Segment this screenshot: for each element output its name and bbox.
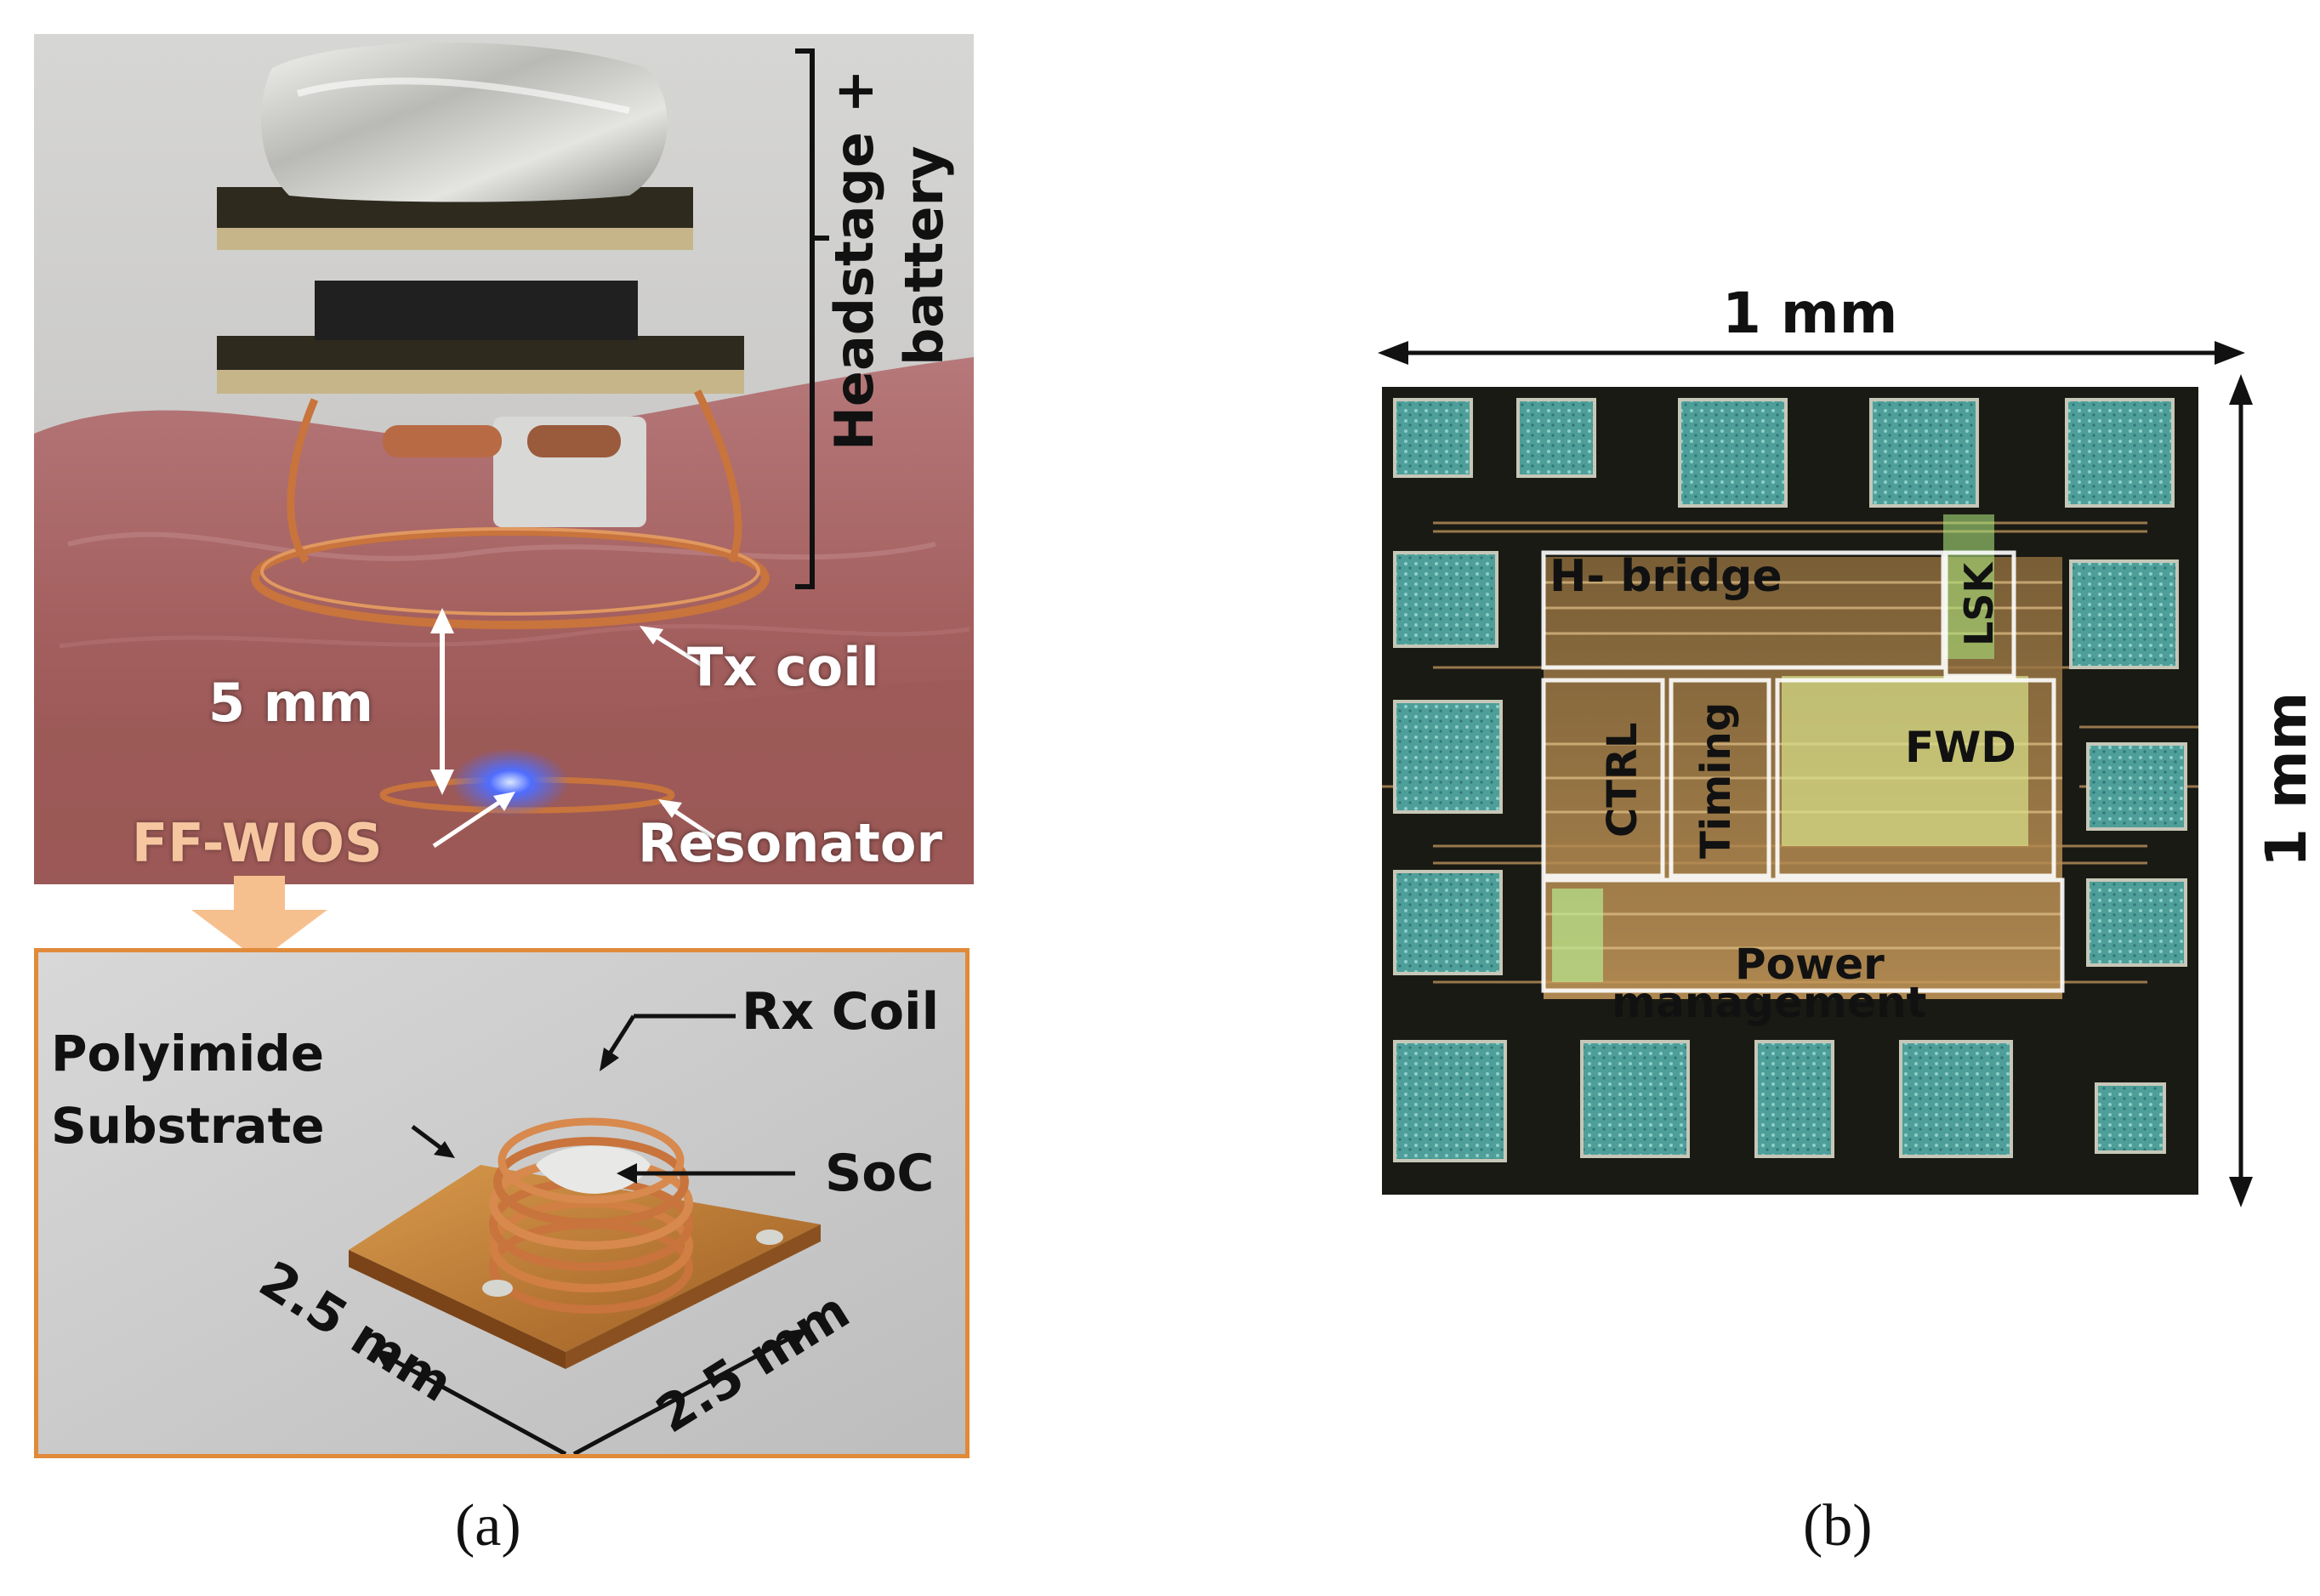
width-dimension-arrow [1378,341,2245,365]
ff-wios-label: FF-WIOS [132,812,383,874]
chip-layout [1382,398,2198,1162]
down-arrow-icon [191,876,327,961]
height-label: 1 mm [2254,691,2319,867]
distance-label: 5 mm [208,672,373,734]
polyimide-label-line2: Substrate [51,1097,325,1155]
lsk-label: LSK [1956,562,2002,646]
timing-label: Timing [1692,701,1740,859]
caption-a: (a) [455,1493,521,1559]
bottom-photo-illustration [38,952,965,1454]
fwd-label: FWD [1905,723,2016,772]
h-bridge-label: H- bridge [1550,551,1783,602]
power-label-line1: Power [1735,940,1885,989]
panel-a-bottom-photo [34,948,970,1458]
ctrl-label: CTRL [1599,722,1646,838]
power-label-line2: management [1612,978,1927,1027]
tx-coil-label: Tx coil [687,636,879,698]
panel-a-top-photo [34,34,974,884]
height-dimension-arrow [2229,374,2253,1207]
headstage-label: Headstage + [823,69,885,451]
battery-label: battery [893,145,955,366]
soc-label: SoC [825,1144,935,1203]
rx-coil-label: Rx Coil [742,982,940,1042]
chip-die [1382,387,2198,1195]
caption-b: (b) [1803,1493,1873,1559]
top-photo-illustration [34,34,974,884]
polyimide-label-line1: Polyimide [51,1025,325,1082]
resonator-label: Resonator [638,812,943,874]
width-label: 1 mm [1722,281,1898,346]
